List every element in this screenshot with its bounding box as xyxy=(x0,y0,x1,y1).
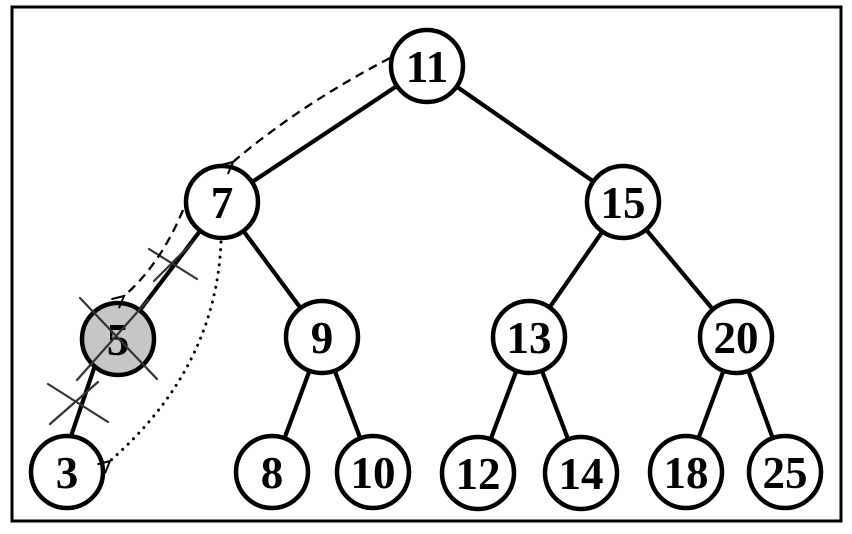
relink-arrow-7-3 xyxy=(110,240,223,461)
tree-node-label-5: 5 xyxy=(107,315,130,365)
search-path-arrow-7-5 xyxy=(124,209,185,296)
cross-edge-5-3-line-1 xyxy=(48,380,100,426)
tree-node-7: 7 xyxy=(183,163,261,241)
tree-node-label-18: 18 xyxy=(664,448,709,498)
tree-node-14: 14 xyxy=(542,434,620,512)
tree-node-circle-13 xyxy=(490,298,568,376)
tree-node-label-3: 3 xyxy=(56,448,79,498)
tree-node-label-15: 15 xyxy=(601,178,646,228)
tree-node-circle-8 xyxy=(233,433,311,511)
tree-node-label-14: 14 xyxy=(559,449,604,499)
cross-edge-5-3 xyxy=(46,380,110,426)
tree-node-label-9: 9 xyxy=(311,313,334,363)
tree-node-circle-18 xyxy=(647,433,725,511)
tree-node-25: 25 xyxy=(746,433,824,511)
cross-node-5-line-0 xyxy=(78,296,159,381)
cross-edge-7-5-line-0 xyxy=(147,247,199,281)
tree-node-circle-14 xyxy=(542,434,620,512)
cross-edge-5-3-line-0 xyxy=(46,382,110,424)
tree-node-10: 10 xyxy=(334,433,412,511)
tree-node-9: 9 xyxy=(283,298,361,376)
cross-edge-7-5 xyxy=(147,242,199,283)
edge-11-7 xyxy=(220,64,429,204)
search-path-arrow-11-7 xyxy=(233,56,391,162)
tree-node-18: 18 xyxy=(647,433,725,511)
edge-11-15 xyxy=(425,64,625,204)
tree-node-8: 8 xyxy=(233,433,311,511)
tree-node-label-10: 10 xyxy=(351,448,396,498)
tree-node-circle-9 xyxy=(283,298,361,376)
tree-node-label-20: 20 xyxy=(714,313,759,363)
tree-node-circle-10 xyxy=(334,433,412,511)
cross-node-5 xyxy=(75,296,159,382)
tree-node-circle-12 xyxy=(439,434,517,512)
tree-node-circle-15 xyxy=(584,163,662,241)
tree-node-11: 11 xyxy=(388,27,466,105)
tree-node-label-7: 7 xyxy=(211,178,234,228)
tree-node-circle-20 xyxy=(697,298,775,376)
tree-node-label-13: 13 xyxy=(507,313,552,363)
cross-node-5-line-1 xyxy=(75,298,150,382)
tree-node-15: 15 xyxy=(584,163,662,241)
tree-node-3: 3 xyxy=(28,433,106,511)
tree-node-circle-11 xyxy=(388,27,466,105)
tree-node-label-11: 11 xyxy=(406,42,449,92)
tree-node-20: 20 xyxy=(697,298,775,376)
tree-node-13: 13 xyxy=(490,298,568,376)
tree-node-label-12: 12 xyxy=(456,449,501,499)
tree-node-label-25: 25 xyxy=(763,448,808,498)
cross-edge-7-5-line-1 xyxy=(152,242,193,283)
tree-node-label-8: 8 xyxy=(261,448,284,498)
tree-node-12: 12 xyxy=(439,434,517,512)
tree-node-circle-25 xyxy=(746,433,824,511)
